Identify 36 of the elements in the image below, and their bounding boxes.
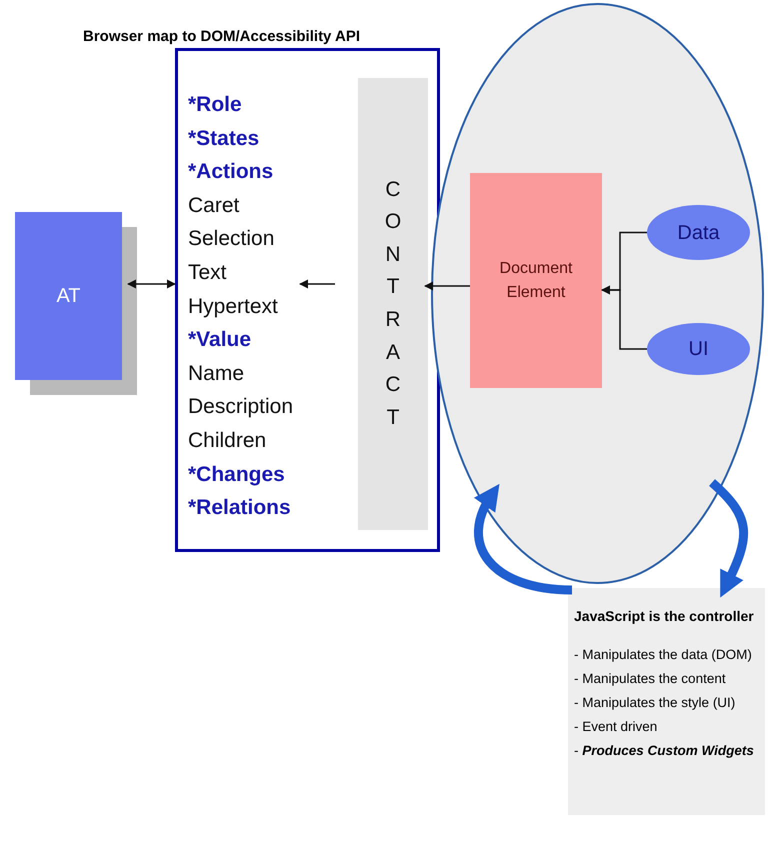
api-item: *States <box>188 126 260 152</box>
process-box <box>470 173 602 388</box>
arrow <box>127 280 176 288</box>
box-heading: JavaScript is the controller <box>574 607 755 626</box>
contract-bar <box>358 78 428 530</box>
arrow <box>601 286 647 350</box>
bullet-item: - Produces Custom Widgets <box>574 742 755 760</box>
node-label: AT <box>56 284 81 309</box>
process-box <box>15 212 122 380</box>
node-label: Data <box>677 220 720 246</box>
node-label: Document Element <box>498 258 574 302</box>
bullet-item: - Manipulates the data (DOM) <box>574 646 753 664</box>
arrow <box>424 282 470 290</box>
contract-label: CONTRACT <box>384 176 402 431</box>
api-item: Hypertext <box>188 294 279 320</box>
api-item: Name <box>188 360 246 387</box>
panel-heading: Browser map to DOM/Accessibility API <box>83 27 360 47</box>
bullet-item: - Manipulates the content <box>574 670 727 688</box>
api-item: *Value <box>188 327 252 354</box>
bullet-item: - Event driven <box>574 718 658 736</box>
api-item: Text <box>188 260 228 286</box>
arrow <box>299 280 335 288</box>
api-item: *Relations <box>188 495 292 522</box>
api-item: Caret <box>188 192 240 219</box>
api-item: Selection <box>188 226 276 252</box>
curved-arrow <box>708 479 748 598</box>
api-item: Children <box>188 428 268 454</box>
note-box <box>568 588 765 815</box>
api-item: Description <box>188 394 294 420</box>
api-item: *Actions <box>188 159 274 186</box>
ellipse-shape <box>430 2 765 585</box>
node-label: UI <box>688 337 708 362</box>
api-item: *Role <box>188 92 243 118</box>
curved-arrow <box>474 483 572 594</box>
bullet-item: - Manipulates the style (UI) <box>574 694 736 712</box>
api-item: *Changes <box>188 462 286 488</box>
